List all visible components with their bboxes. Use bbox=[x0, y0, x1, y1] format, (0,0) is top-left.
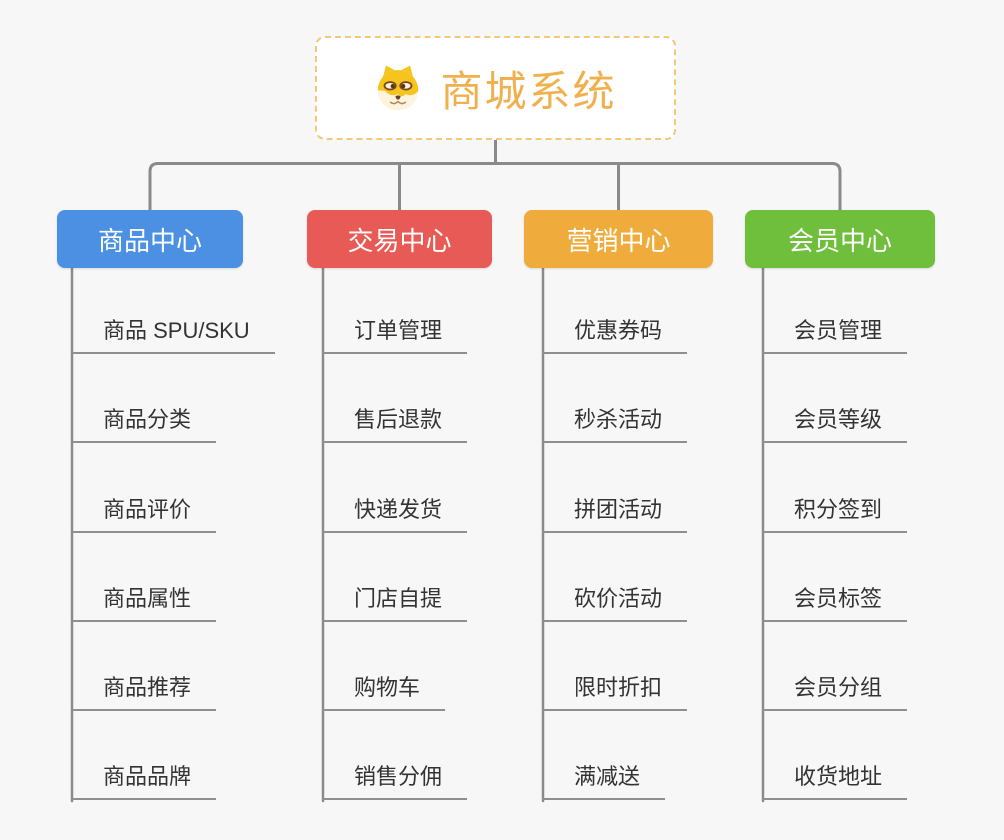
leaf-node[interactable]: 销售分佣 bbox=[322, 762, 468, 800]
leaf-node[interactable]: 商品属性 bbox=[71, 584, 217, 622]
branch-header[interactable]: 交易中心 bbox=[307, 210, 492, 268]
leaf-node[interactable]: 砍价活动 bbox=[542, 584, 688, 622]
root-node[interactable]: 商城系统 bbox=[315, 36, 676, 140]
leaf-node[interactable]: 优惠券码 bbox=[542, 316, 688, 354]
leaf-node[interactable]: 积分签到 bbox=[762, 495, 908, 533]
branch-header[interactable]: 商品中心 bbox=[57, 210, 243, 268]
leaf-node[interactable]: 限时折扣 bbox=[542, 673, 688, 711]
root-title: 商城系统 bbox=[440, 67, 617, 115]
leaf-node[interactable]: 门店自提 bbox=[322, 584, 468, 622]
leaf-node[interactable]: 商品推荐 bbox=[71, 673, 217, 711]
leaf-node[interactable]: 商品 SPU/SKU bbox=[71, 316, 275, 354]
leaf-node[interactable]: 会员标签 bbox=[762, 584, 908, 622]
leaf-node[interactable]: 会员管理 bbox=[762, 316, 908, 354]
branch-header[interactable]: 营销中心 bbox=[524, 210, 713, 268]
leaf-node[interactable]: 会员分组 bbox=[762, 673, 908, 711]
branch-bracket-line bbox=[148, 162, 842, 212]
leaf-node[interactable]: 快递发货 bbox=[322, 495, 468, 533]
leaf-node[interactable]: 订单管理 bbox=[322, 316, 468, 354]
leaf-node[interactable]: 拼团活动 bbox=[542, 495, 688, 533]
branch-header[interactable]: 会员中心 bbox=[745, 210, 935, 268]
leaf-node[interactable]: 购物车 bbox=[322, 673, 446, 711]
leaf-node[interactable]: 秒杀活动 bbox=[542, 405, 688, 443]
leaf-node[interactable]: 满减送 bbox=[542, 762, 666, 800]
leaf-node[interactable]: 售后退款 bbox=[322, 405, 468, 443]
leaf-node[interactable]: 商品品牌 bbox=[71, 762, 217, 800]
leaf-node[interactable]: 会员等级 bbox=[762, 405, 908, 443]
dog-face-icon bbox=[374, 64, 422, 112]
leaf-node[interactable]: 商品评价 bbox=[71, 495, 217, 533]
leaf-node[interactable]: 商品分类 bbox=[71, 405, 217, 443]
leaf-node[interactable]: 收货地址 bbox=[762, 762, 908, 800]
